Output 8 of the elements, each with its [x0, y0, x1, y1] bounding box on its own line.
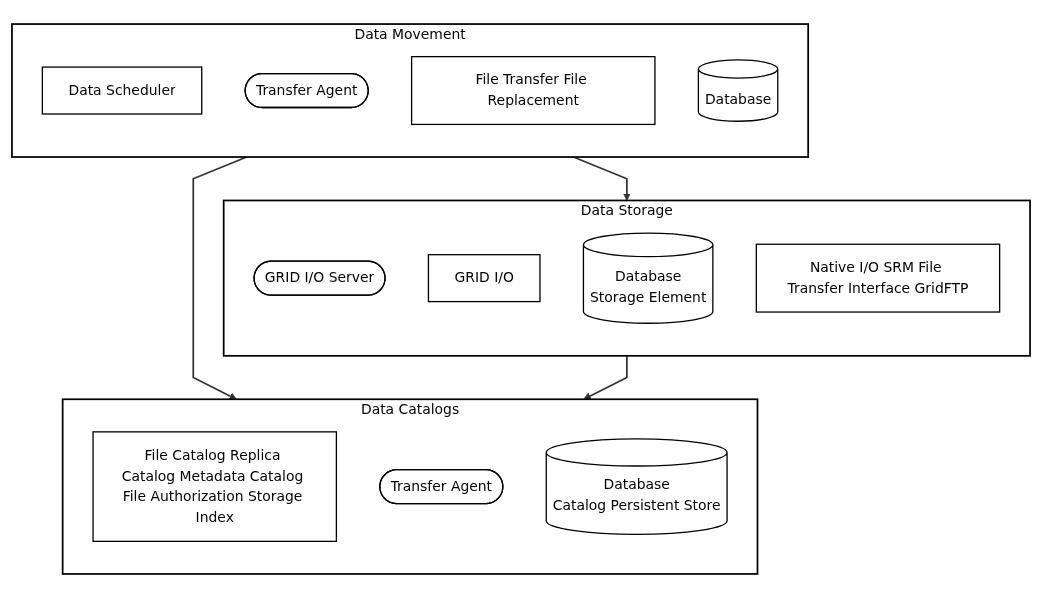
arrow [583, 354, 628, 400]
node-box: Native I/O SRM File Transfer Interface GridFTP [755, 243, 1001, 313]
node-box: GRID I/O [427, 253, 541, 302]
node-box: Data Scheduler [41, 65, 203, 115]
arrow [192, 155, 248, 400]
node-box: File Transfer File Replacement [410, 55, 656, 125]
node-box: File Catalog Replica Catalog Metadata Catalog File Authorization Storage Index [92, 430, 338, 542]
arrow [572, 155, 631, 201]
